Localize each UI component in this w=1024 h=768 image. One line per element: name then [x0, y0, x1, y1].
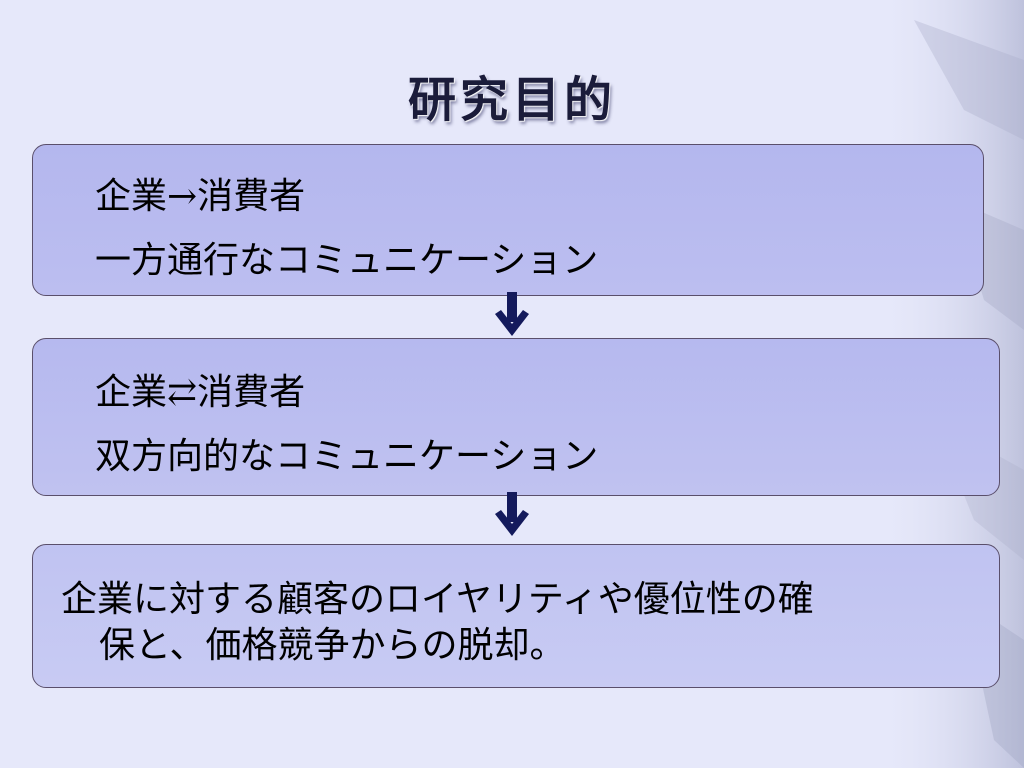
- flow-box-goal: 企業に対する顧客のロイヤリティや優位性の確 保と、価格競争からの脱却。: [32, 544, 1000, 688]
- flow-box-one-way: 企業→消費者 一方通行なコミュニケーション: [32, 144, 984, 296]
- goal-line-1: 企業に対する顧客のロイヤリティや優位性の確: [61, 579, 814, 620]
- goal-paragraph: 企業に対する顧客のロイヤリティや優位性の確 保と、価格競争からの脱却。: [61, 577, 961, 669]
- box-heading: 企業⇄消費者: [95, 372, 306, 413]
- arrow-down-icon: [495, 292, 529, 336]
- box-description: 一方通行なコミュニケーション: [95, 240, 599, 281]
- box-description: 双方向的なコミュニケーション: [95, 436, 599, 477]
- slide-title: 研究目的: [407, 72, 616, 128]
- flow-box-two-way: 企業⇄消費者 双方向的なコミュニケーション: [32, 338, 1000, 496]
- box-heading: 企業→消費者: [95, 176, 306, 217]
- goal-line-2: 保と、価格競争からの脱却。: [99, 625, 566, 666]
- arrow-down-icon: [495, 492, 529, 536]
